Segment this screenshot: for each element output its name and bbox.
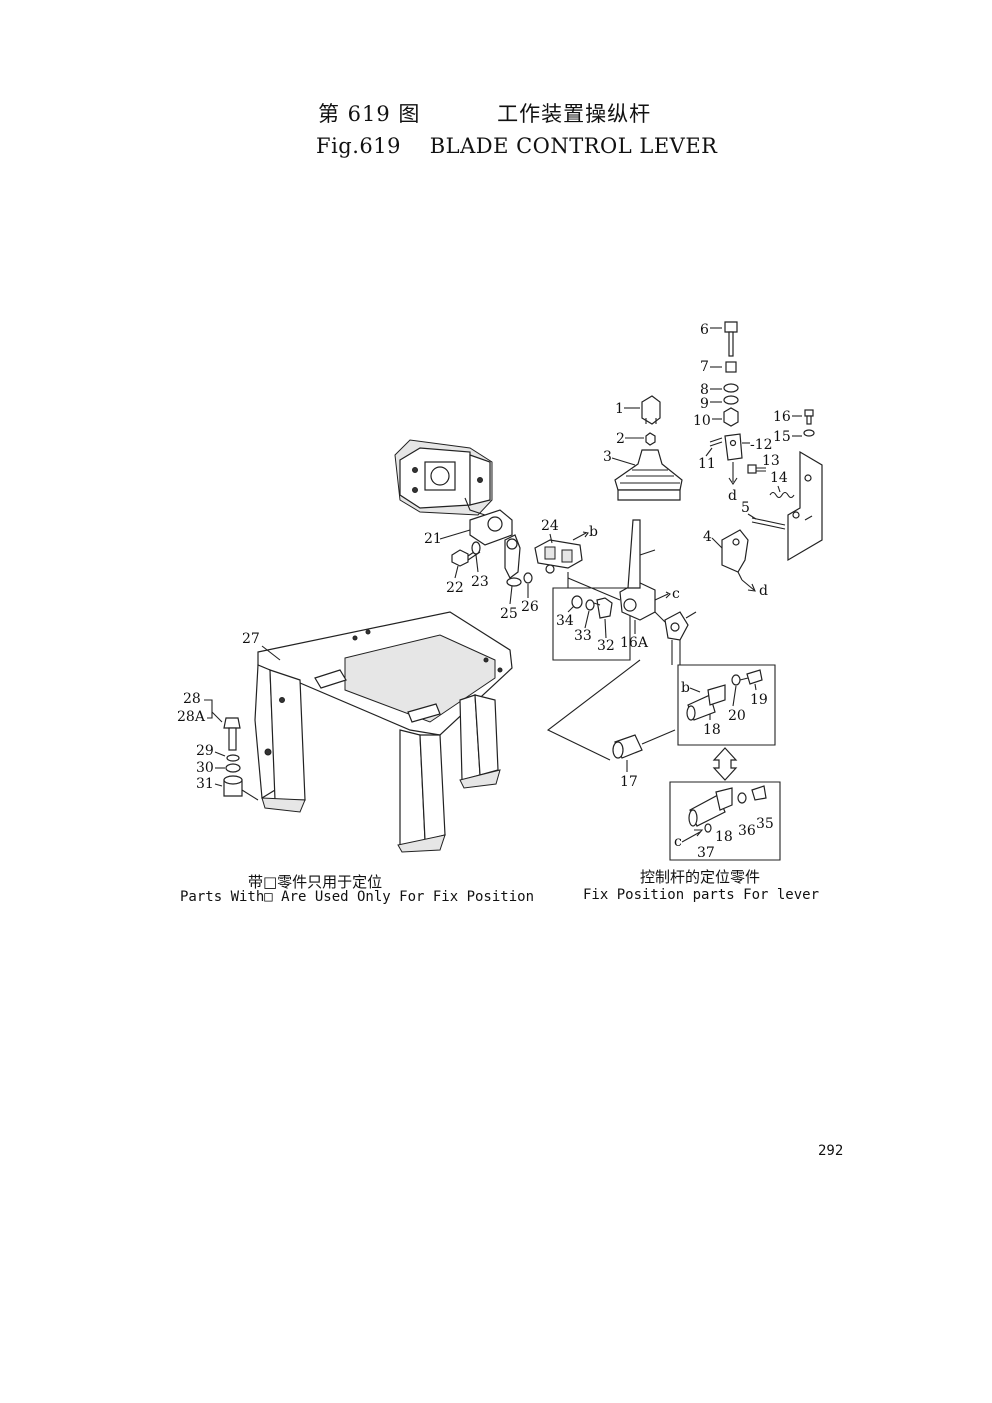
svg-text:-12: -12 — [750, 437, 773, 453]
svg-text:8: 8 — [700, 382, 709, 398]
part-16-bolt: 16 — [773, 409, 814, 425]
svg-text:2: 2 — [616, 431, 625, 447]
part-12-clevis: -12 — [724, 433, 773, 461]
svg-text:14: 14 — [770, 470, 788, 486]
svg-text:c: c — [674, 834, 682, 850]
fix-position-box-left: 34 33 32 — [552, 572, 631, 661]
svg-text:28: 28 — [183, 691, 201, 707]
fix-position-box-upper: b 18 20 19 — [677, 664, 776, 746]
svg-text:28A: 28A — [177, 709, 206, 725]
part-21-bracket: 21 — [424, 509, 513, 547]
part-10-nut: 10 — [693, 407, 739, 429]
svg-text:b: b — [589, 524, 598, 540]
svg-text:29: 29 — [196, 743, 214, 759]
svg-text:4: 4 — [703, 529, 712, 545]
svg-text:22: 22 — [446, 580, 464, 596]
svg-text:7: 7 — [700, 359, 709, 375]
part-14-spring: 14 — [769, 470, 795, 499]
arrow-d-upper: d — [728, 462, 738, 504]
part-27-frame: 27 — [242, 611, 513, 853]
svg-text:3: 3 — [603, 449, 612, 465]
leader-16a-to-17 — [546, 659, 641, 761]
part-7-spring: 7 — [700, 359, 737, 375]
figure-title-cn: 第 619 图 工作装置操纵杆 — [318, 102, 652, 126]
svg-text:24: 24 — [541, 518, 559, 534]
svg-text:21: 21 — [424, 531, 442, 547]
part-26-nut: 26 — [521, 572, 539, 615]
caption-left-en: Parts With□ Are Used Only For Fix Positi… — [180, 889, 535, 905]
svg-text:16A: 16A — [620, 635, 649, 651]
part-1-knob: 1 — [615, 395, 661, 425]
svg-text:31: 31 — [196, 776, 214, 792]
svg-text:27: 27 — [242, 631, 260, 647]
part-25-joint: 25 — [500, 534, 522, 622]
part-6-bolt: 6 — [700, 321, 738, 357]
part-5-pin: 5 — [741, 500, 786, 530]
svg-text:35: 35 — [756, 816, 774, 832]
part-13-bolt: 13 — [747, 453, 780, 474]
mounting-bracket-plate — [787, 450, 823, 562]
svg-text:15: 15 — [773, 429, 791, 445]
svg-text:1: 1 — [615, 401, 624, 417]
svg-text:6: 6 — [700, 322, 709, 338]
part-23-washer: 23 — [471, 541, 489, 590]
part-17-bushing: 17 — [612, 729, 676, 790]
svg-text:26: 26 — [521, 599, 539, 615]
svg-text:10: 10 — [693, 413, 711, 429]
rod-end — [664, 611, 697, 665]
svg-text:30: 30 — [196, 760, 214, 776]
part-8-washer: 8 — [700, 382, 739, 398]
part-2-nut: 2 — [616, 431, 656, 447]
part-28-bolt: 28 28A — [177, 691, 241, 751]
svg-text:32: 32 — [597, 638, 615, 654]
svg-text:36: 36 — [738, 823, 756, 839]
svg-text:b: b — [681, 680, 690, 696]
page-number: 292 — [818, 1143, 844, 1159]
figure-title-en: Fig.619 BLADE CONTROL LEVER — [316, 134, 718, 158]
caption-right-cn: 控制杆的定位零件 — [640, 868, 761, 886]
svg-text:37: 37 — [697, 845, 715, 861]
part-30-washer: 30 — [196, 760, 241, 776]
svg-text:13: 13 — [762, 453, 780, 469]
svg-text:25: 25 — [500, 606, 518, 622]
leader-rod-end — [654, 611, 666, 623]
part-11-pin: 11 — [698, 437, 723, 472]
part-31-mount: 31 — [196, 775, 259, 801]
svg-text:18: 18 — [703, 722, 721, 738]
double-arrow-icon — [712, 747, 738, 781]
part-24-lever-bracket: 24 b — [534, 518, 598, 574]
part-15-washer: 15 — [773, 429, 815, 445]
svg-text:9: 9 — [700, 396, 709, 412]
control-valve-assembly — [394, 439, 493, 516]
fix-position-box-lower: 18 36 35 37 c — [669, 781, 781, 861]
svg-text:d: d — [759, 583, 768, 599]
svg-text:5: 5 — [741, 500, 750, 516]
part-29-washer: 29 — [196, 743, 240, 762]
part-4-lever-arm: 4 — [703, 529, 749, 581]
svg-text:17: 17 — [620, 774, 638, 790]
svg-text:16: 16 — [773, 409, 791, 425]
arrow-d-lower: d — [741, 579, 768, 599]
svg-text:11: 11 — [698, 456, 716, 472]
svg-text:33: 33 — [574, 628, 592, 644]
svg-text:23: 23 — [471, 574, 489, 590]
svg-text:19: 19 — [750, 692, 768, 708]
svg-text:20: 20 — [728, 708, 746, 724]
caption-right-en: Fix Position parts For lever — [583, 887, 820, 903]
caption-left-cn: 带□零件只用于定位 — [248, 873, 383, 891]
svg-text:c: c — [672, 586, 680, 602]
part-9-washer: 9 — [700, 395, 739, 412]
svg-text:d: d — [728, 488, 737, 504]
part-16a-lever-housing: 16A c — [567, 519, 680, 651]
part-3-boot: 3 — [603, 449, 683, 501]
svg-text:34: 34 — [556, 613, 574, 629]
svg-text:18: 18 — [715, 829, 733, 845]
